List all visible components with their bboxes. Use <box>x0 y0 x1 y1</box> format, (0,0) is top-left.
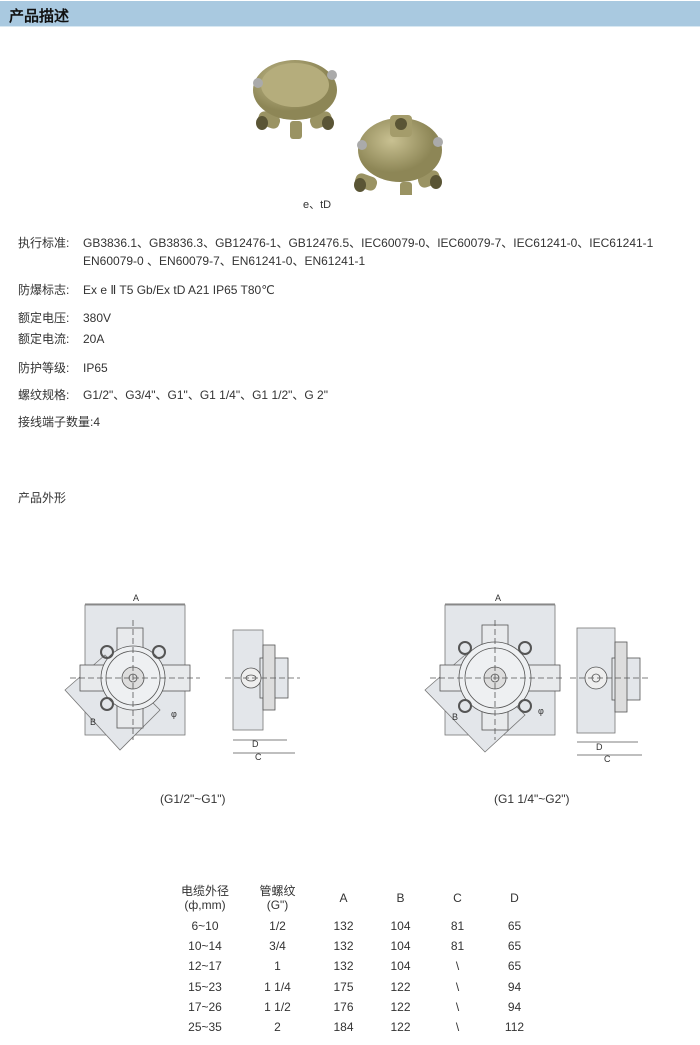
table-cell: 104 <box>390 919 411 934</box>
dim-d: D <box>252 739 259 749</box>
table-cell: 65 <box>507 939 522 954</box>
table-row: 12~17 1 132 104 \ 65 <box>170 956 543 976</box>
table-cell: 81 <box>450 919 465 934</box>
header-cable-diameter: 电缆外径(ф,mm) <box>180 884 229 912</box>
table-cell: 1/2 <box>269 919 286 934</box>
dimension-table: 电缆外径(ф,mm) 管螺纹(G") A B C D 6~10 1/2 132 104… <box>170 880 543 1037</box>
table-cell: 17~26 <box>188 999 222 1014</box>
spec-value: 380V <box>83 311 112 325</box>
table-cell: 2 <box>274 1020 281 1035</box>
dim-a: A <box>495 593 501 603</box>
spec-label: 防护等级: <box>18 361 70 375</box>
dim-a: A <box>133 593 139 603</box>
spec-value-cont: EN60079-0 、EN60079-7、EN61241-0、EN61241-1 <box>83 254 366 268</box>
product-photo <box>253 60 443 195</box>
table-cell: 176 <box>333 999 354 1014</box>
spec-label: 防爆标志: <box>18 283 70 297</box>
table-header-row: 电缆外径(ф,mm) 管螺纹(G") A B C D <box>170 880 543 916</box>
table-cell: \ <box>455 999 460 1014</box>
drawing-caption-large: (G1 1/4"~G2") <box>494 792 570 806</box>
table-row: 17~26 1 1/2 176 122 \ 94 <box>170 997 543 1017</box>
outline-drawing-small: A B φ D C <box>64 593 300 762</box>
table-cell: \ <box>455 959 460 974</box>
header-a: A <box>339 891 348 905</box>
table-cell: 104 <box>390 959 411 974</box>
table-cell: 6~10 <box>191 919 219 934</box>
table-row: 6~10 1/2 132 104 81 65 <box>170 916 543 936</box>
table-cell: 3/4 <box>269 939 286 954</box>
dim-phi: φ <box>538 706 544 716</box>
table-cell: 175 <box>333 979 354 994</box>
table-cell: 65 <box>507 959 522 974</box>
table-cell: 94 <box>507 999 522 1014</box>
spec-value: G1/2"、G3/4"、G1"、G1 1/4"、G1 1/2"、G 2" <box>83 388 328 402</box>
spec-standards: 执行标准: GB3836.1、GB3836.3、GB12476-1、GB12476… <box>18 234 653 251</box>
table-cell: 10~14 <box>188 939 222 954</box>
header-b: B <box>396 891 405 905</box>
spec-label: 执行标准: <box>18 236 70 250</box>
drawing-caption-small: (G1/2"~G1") <box>160 792 226 806</box>
table-cell: 81 <box>450 939 465 954</box>
table-cell: 94 <box>507 979 522 994</box>
section-title: 产品描述 <box>9 8 70 25</box>
spec-protection: 防护等级: IP65 <box>18 359 108 376</box>
table-cell: 122 <box>390 979 411 994</box>
spec-value: GB3836.1、GB3836.3、GB12476-1、GB12476.5、IE… <box>83 236 654 250</box>
outline-title: 产品外形 <box>18 491 67 505</box>
spec-terminals: 接线端子数量:4 <box>18 413 100 430</box>
table-cell: 122 <box>390 1020 411 1035</box>
table-cell: \ <box>455 1020 460 1035</box>
spec-label: 接线端子数量: <box>18 415 94 429</box>
dim-c: C <box>604 754 611 764</box>
table-cell: 25~35 <box>188 1020 222 1035</box>
table-cell: 112 <box>504 1020 525 1035</box>
table-cell: 15~23 <box>188 979 222 994</box>
spec-label: 额定电压: <box>18 311 70 325</box>
spec-value: Ex e Ⅱ T5 Gb/Ex tD A21 IP65 T80℃ <box>83 283 275 297</box>
header-d: D <box>510 891 519 905</box>
table-cell: 1 1/4 <box>264 979 291 994</box>
dim-b: B <box>452 712 458 722</box>
table-cell: \ <box>455 979 460 994</box>
spec-label: 螺纹规格: <box>18 388 70 402</box>
header-thread: 管螺纹(G") <box>259 884 296 912</box>
spec-value: 4 <box>93 415 101 429</box>
table-row: 15~23 1 1/4 175 122 \ 94 <box>170 977 543 997</box>
table-cell: 65 <box>507 919 522 934</box>
table-row: 25~35 2 184 122 \ 112 <box>170 1017 543 1037</box>
dim-phi: φ <box>171 709 177 719</box>
spec-value: 20A <box>83 332 105 346</box>
table-cell: 12~17 <box>188 959 222 974</box>
photo-caption: e、tD <box>303 199 332 211</box>
dim-c: C <box>255 752 262 762</box>
table-cell: 1 <box>274 959 281 974</box>
section-header: 产品描述 <box>0 1 700 27</box>
table-cell: 132 <box>333 919 354 934</box>
table-cell: 132 <box>333 939 354 954</box>
header-c: C <box>453 891 462 905</box>
spec-label: 额定电流: <box>18 332 70 346</box>
table-cell: 104 <box>390 939 411 954</box>
spec-voltage: 额定电压: 380V <box>18 309 111 326</box>
table-row: 10~14 3/4 132 104 81 65 <box>170 936 543 956</box>
spec-thread: 螺纹规格: G1/2"、G3/4"、G1"、G1 1/4"、G1 1/2"、G 2… <box>18 386 328 403</box>
spec-ex-mark: 防爆标志: Ex e Ⅱ T5 Gb/Ex tD A21 IP65 T80℃ <box>18 281 275 298</box>
table-cell: 132 <box>333 959 354 974</box>
table-cell: 122 <box>390 999 411 1014</box>
spec-current: 额定电流: 20A <box>18 330 104 347</box>
dim-b: B <box>90 717 96 727</box>
dim-d: D <box>596 742 603 752</box>
table-cell: 184 <box>333 1020 354 1035</box>
spec-value: IP65 <box>83 361 108 375</box>
table-cell: 1 1/2 <box>264 999 291 1014</box>
outline-drawing-large: A B φ D C <box>424 593 650 764</box>
